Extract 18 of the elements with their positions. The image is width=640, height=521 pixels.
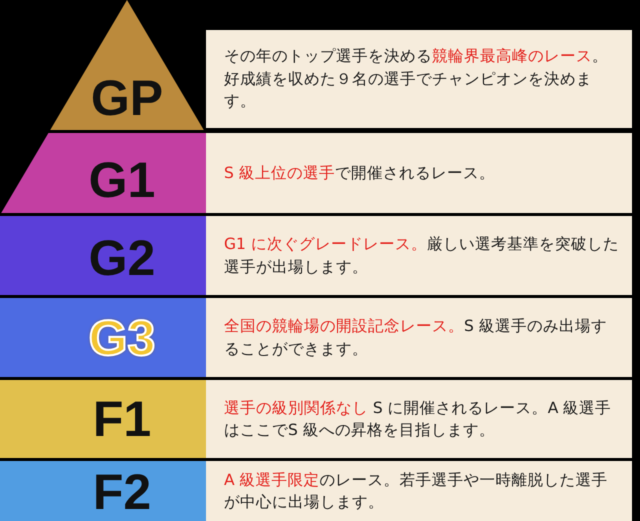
tier-label: F2 xyxy=(92,467,152,517)
description-text: その年のトップ選手を決める競輪界最高峰のレース。好成績を収めた９名の選手でチャンピオンを決めます。 xyxy=(224,46,609,112)
tier-label: G2 xyxy=(88,233,156,283)
description-text: 全国の競輪場の開設記念レース。S 級選手のみ出場することができます。 xyxy=(224,316,608,360)
description-panel xyxy=(206,380,632,458)
description-text: G1 に次ぐグレードレース。厳しい選考基準を突破した選手が出場します。 xyxy=(224,234,620,278)
tier-label: F1 xyxy=(92,394,152,444)
description-panel xyxy=(206,133,632,213)
tier-label: G3 xyxy=(88,313,156,363)
tier-label: G1 xyxy=(88,155,156,205)
description-panel xyxy=(206,461,632,521)
description-text: A 級選手限定のレース。若手選手や一時離脱した選手が中心に出場します。 xyxy=(224,470,609,513)
description-panel xyxy=(206,298,632,377)
tier-label: GP xyxy=(90,73,164,123)
description-text: S 級上位の選手で開催されるレース。 xyxy=(224,162,495,184)
description-text: 選手の級別関係なし S に開催されるレース。A 級選手はここでS 級への昇格を目指します。 xyxy=(224,398,612,441)
description-panel xyxy=(206,30,632,128)
description-panel xyxy=(206,216,632,295)
